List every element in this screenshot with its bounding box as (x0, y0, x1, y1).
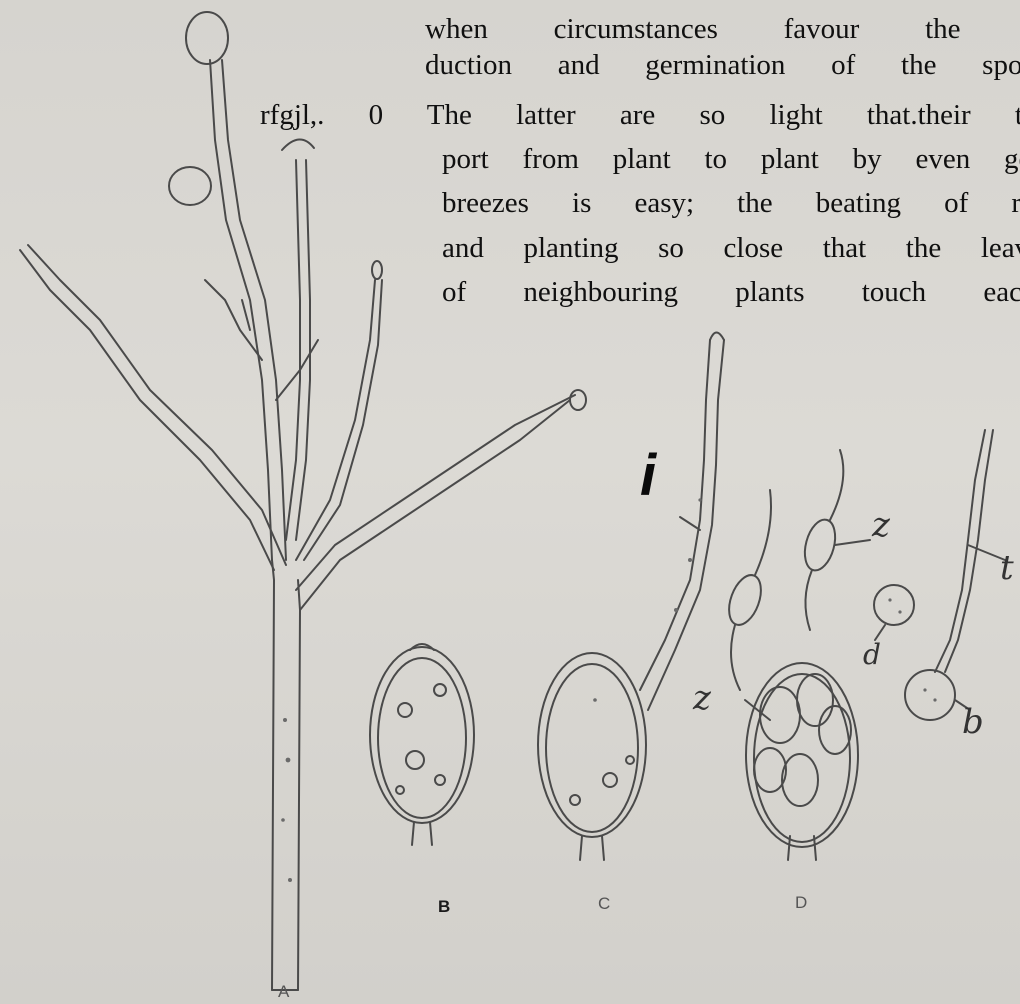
text-line-1: when circumstances favour the pro (425, 12, 1020, 46)
part-label-z-top: z (872, 505, 890, 545)
figure-b-sporangium (370, 644, 474, 845)
part-label-t: t (1000, 548, 1014, 588)
text-line-3: rfgjl,. 0 The latter are so light that.t… (260, 98, 1020, 132)
part-label-b: b (962, 702, 984, 742)
figure-label-c: C (598, 894, 610, 914)
text-line-6: and planting so close that the leave (442, 231, 1020, 265)
figure-c-germinating-sporangium (538, 333, 724, 861)
text-line-7: of neighbouring plants touch eac (442, 275, 1020, 309)
text-line-4: port from plant to plant by even gentl (442, 142, 1020, 176)
figure-label-a: A (278, 982, 289, 1002)
part-label-z-left: z (693, 678, 711, 718)
part-label-d: d (863, 638, 881, 671)
text-line-5: breezes is easy; the beating of rai (442, 186, 1020, 220)
figure-label-b: B (438, 897, 450, 917)
figure-label-i: i (640, 446, 656, 506)
text-line-2: duction and germination of the spore (425, 48, 1020, 82)
figure-label-d: D (795, 893, 807, 913)
